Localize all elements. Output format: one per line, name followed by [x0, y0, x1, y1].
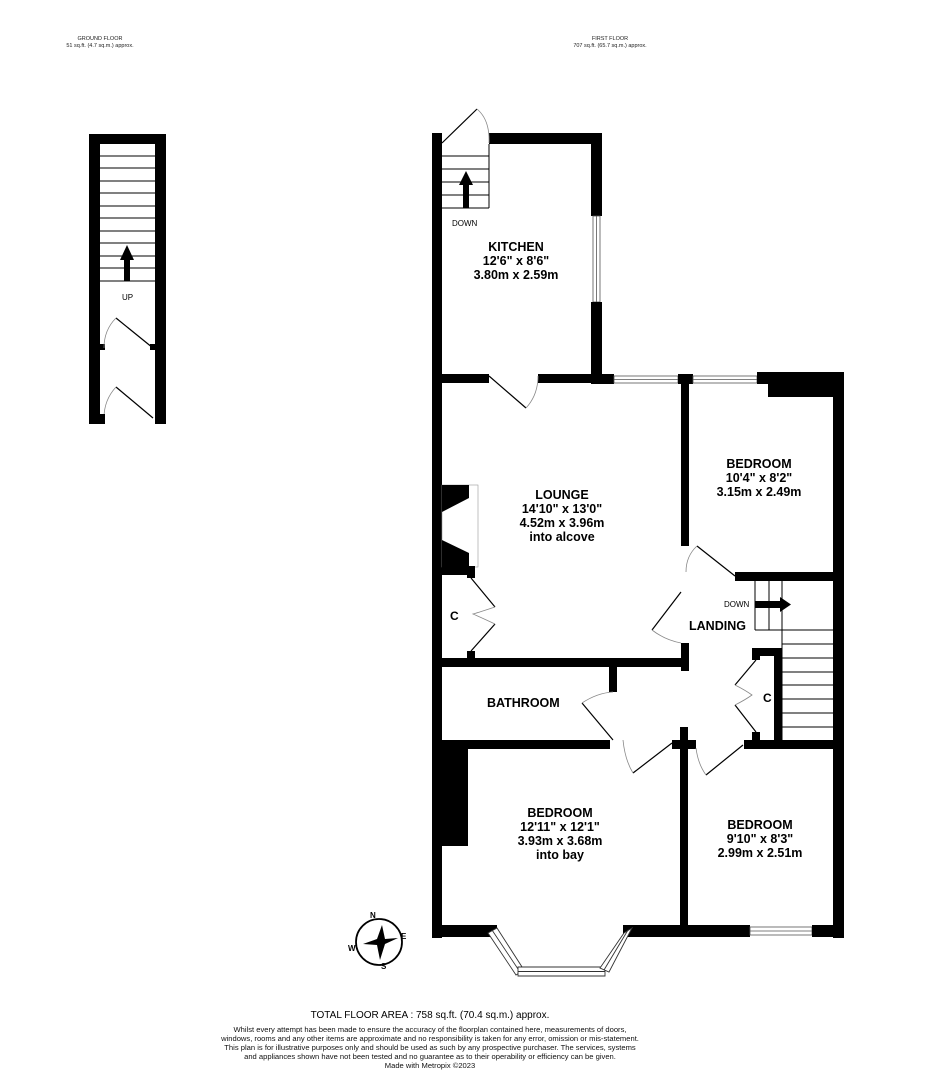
up-arrow-icon [120, 245, 134, 281]
room-bedroom-front-note: into bay [536, 848, 584, 862]
ground-floor-header: GROUND FLOOR 51 sq.ft. (4.7 sq.m.) appro… [40, 36, 160, 50]
credit: Made with Metropix ©2023 [384, 1061, 476, 1070]
room-bedroom-rear: BEDROOM 10'4" x 8'2" 3.15m x 2.49m [717, 457, 802, 499]
room-landing-name: LANDING [689, 619, 746, 633]
room-bedroom-front-imperial: 12'11" x 12'1" [520, 820, 600, 834]
first-floor-title: FIRST FLOOR [591, 36, 629, 42]
kitchen-stairs-arrow-icon [459, 171, 473, 208]
room-bedroom-front-name: BEDROOM [527, 806, 593, 820]
room-bedroom-small-name: BEDROOM [727, 818, 793, 832]
room-lounge-imperial: 14'10" x 13'0" [521, 502, 603, 516]
landing-stairs-arrow-icon [755, 597, 791, 612]
room-lounge-note: into alcove [529, 530, 595, 544]
room-bedroom-rear-imperial: 10'4" x 8'2" [725, 471, 793, 485]
room-bedroom-rear-name: BEDROOM [726, 457, 792, 471]
compass-north: N [370, 911, 376, 920]
ground-floor-area: 51 sq.ft. (4.7 sq.m.) approx. [66, 43, 134, 49]
room-kitchen-imperial: 12'6" x 8'6" [482, 254, 550, 268]
kitchen-stairs-down-label: DOWN [452, 219, 478, 228]
room-kitchen: KITCHEN 12'6" x 8'6" 3.80m x 2.59m [474, 240, 559, 282]
cupboard-landing-label: C [763, 691, 772, 705]
ground-floor-plan [89, 134, 166, 424]
room-lounge-metric: 4.52m x 3.96m [519, 516, 605, 530]
room-bathroom-name: BATHROOM [487, 696, 560, 710]
room-lounge-name: LOUNGE [535, 488, 589, 502]
first-floor-area: 707 sq.ft. (65.7 sq.m.) approx. [573, 43, 647, 49]
room-kitchen-metric: 3.80m x 2.59m [473, 268, 559, 282]
first-floor-plan [432, 108, 844, 977]
room-bedroom-front: BEDROOM 12'11" x 12'1" 3.93m x 3.68m int… [518, 806, 603, 862]
cupboard-lounge-label: C [450, 609, 459, 623]
room-bedroom-front-metric: 3.93m x 3.68m [517, 834, 603, 848]
room-kitchen-name: KITCHEN [488, 240, 544, 254]
room-bedroom-small-metric: 2.99m x 2.51m [717, 846, 803, 860]
ground-floor-title: GROUND FLOOR [77, 36, 123, 42]
compass-east: E [401, 932, 407, 941]
disclaimer: Whilst every attempt has been made to en… [221, 1025, 639, 1061]
room-lounge: LOUNGE 14'10" x 13'0" 4.52m x 3.96m into… [520, 488, 605, 544]
compass-west: W [348, 944, 356, 953]
ground-stairs-up-label: UP [122, 293, 134, 302]
landing-stairs-down-label: DOWN [724, 600, 750, 609]
first-floor-header: FIRST FLOOR 707 sq.ft. (65.7 sq.m.) appr… [540, 36, 680, 50]
bay-window [487, 926, 634, 977]
footer: TOTAL FLOOR AREA : 758 sq.ft. (70.4 sq.m… [220, 1010, 640, 1070]
total-floor-area: TOTAL FLOOR AREA : 758 sq.ft. (70.4 sq.m… [310, 1010, 550, 1021]
room-bedroom-rear-metric: 3.15m x 2.49m [716, 485, 802, 499]
room-bedroom-small: BEDROOM 9'10" x 8'3" 2.99m x 2.51m [718, 818, 803, 860]
room-bedroom-small-imperial: 9'10" x 8'3" [726, 832, 794, 846]
compass-icon [355, 918, 403, 966]
compass-south: S [381, 962, 387, 971]
